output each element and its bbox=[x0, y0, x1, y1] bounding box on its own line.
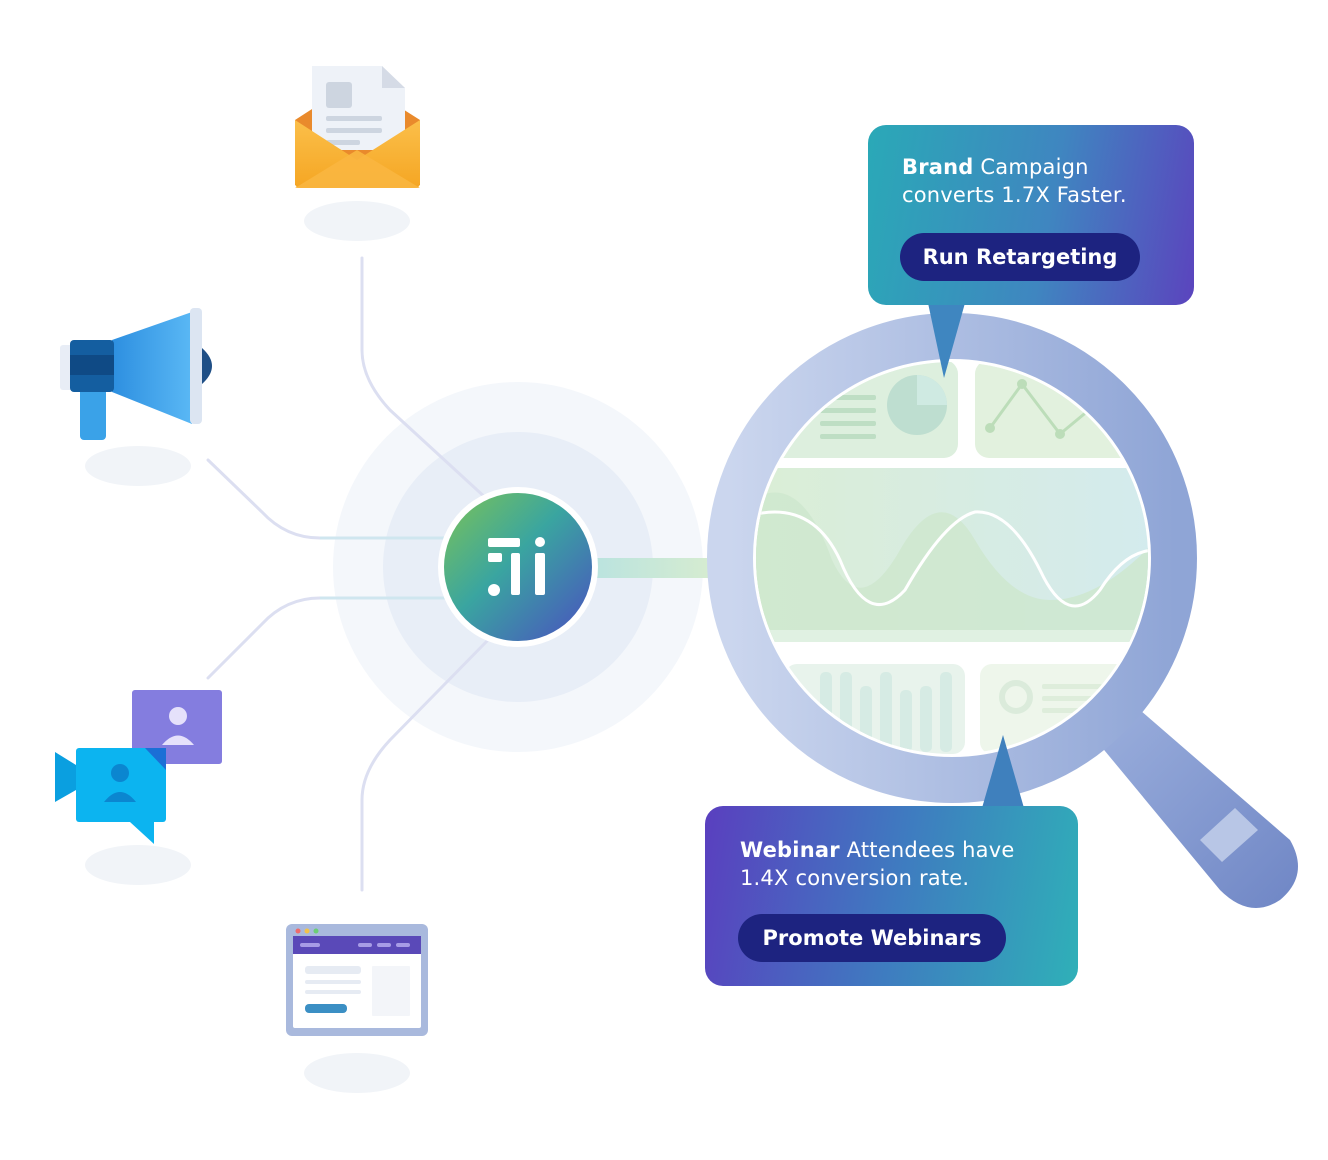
callout-brand-text-line1: Campaign bbox=[973, 155, 1089, 179]
callout-webinar-text-line1: Attendees have bbox=[839, 838, 1015, 862]
callout-webinar-emphasis: Webinar bbox=[740, 838, 840, 862]
callout-brand-text-line2: converts 1.7X Faster. bbox=[902, 183, 1127, 207]
callout-webinar-message: Webinar Attendees have 1.4X conversion r… bbox=[740, 836, 1078, 892]
channel-connectors bbox=[206, 256, 490, 892]
callout-brand-emphasis: Brand bbox=[902, 155, 974, 179]
callout-brand-pointer bbox=[928, 303, 965, 378]
callout-brand-campaign: Brand Campaign converts 1.7X Faster. Run… bbox=[868, 125, 1194, 305]
callout-webinar-text-line2: 1.4X conversion rate. bbox=[740, 866, 970, 890]
callout-webinar-attendees: Webinar Attendees have 1.4X conversion r… bbox=[705, 806, 1078, 986]
callout-brand-message: Brand Campaign converts 1.7X Faster. bbox=[902, 153, 1194, 209]
hub-lens-connector bbox=[588, 558, 713, 578]
brand-logo-icon bbox=[438, 487, 598, 647]
magnifier-handle bbox=[1100, 710, 1298, 908]
channel-connectors-highlight bbox=[320, 536, 450, 600]
video-call-icon bbox=[55, 690, 222, 885]
browser-window-icon bbox=[286, 924, 428, 1093]
promote-webinars-button[interactable]: Promote Webinars bbox=[738, 914, 1006, 962]
callout-webinar-pointer bbox=[982, 735, 1024, 808]
megaphone-icon bbox=[60, 308, 212, 486]
run-retargeting-button[interactable]: Run Retargeting bbox=[900, 233, 1140, 281]
email-envelope-icon bbox=[295, 66, 420, 241]
